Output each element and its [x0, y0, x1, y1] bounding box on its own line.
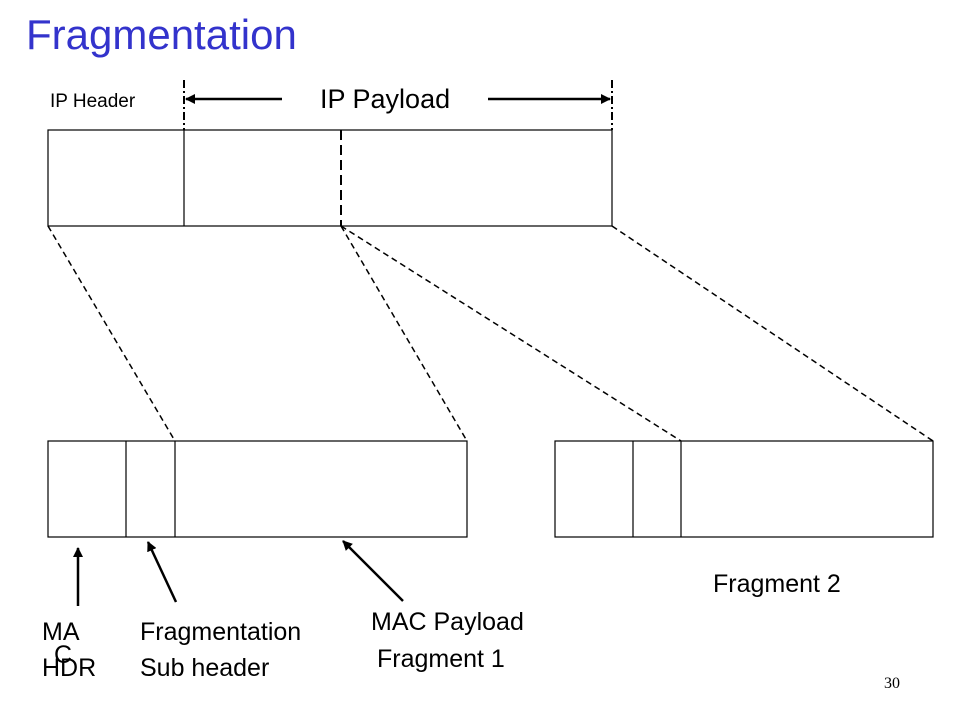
mac-payload-arrow	[342, 540, 404, 602]
mac-hdr-label-overlap: C	[54, 641, 73, 669]
fragment-2-box	[554, 440, 934, 538]
fragment-1-box	[47, 440, 468, 538]
ip-header-label: IP Header	[50, 91, 136, 112]
ip-payload-label: IP Payload	[320, 84, 451, 114]
frag-subheader-label-line2: Sub header	[140, 654, 270, 682]
map-line-split-to-frag2	[340, 225, 682, 442]
fragment-2-frame	[554, 440, 934, 538]
frag-subheader-label-line1: Fragmentation	[140, 618, 302, 646]
pointer-arrows	[73, 540, 404, 606]
ip-packet-box	[47, 129, 613, 227]
fragment-2-label: Fragment 2	[713, 570, 841, 598]
mapping-lines	[47, 225, 934, 442]
page-title: Fragmentation	[26, 11, 297, 58]
frag-subheader-arrow	[146, 541, 178, 603]
page-number: 30	[884, 675, 900, 692]
mac-payload-label-line2: Fragment 1	[377, 645, 505, 673]
mac-payload-label-line1: MAC Payload	[371, 608, 524, 636]
fragment-1-frame	[47, 440, 468, 538]
ip-payload-extent	[183, 80, 613, 130]
map-line-split-to-frag1-end	[340, 225, 468, 442]
map-line-end-to-frag2-end	[611, 225, 934, 442]
mac-hdr-label-line2: HDR	[42, 654, 97, 682]
ip-packet	[47, 129, 613, 227]
mac-hdr-label-line1: MA	[42, 618, 80, 646]
map-line-header-to-frag1	[47, 225, 176, 442]
